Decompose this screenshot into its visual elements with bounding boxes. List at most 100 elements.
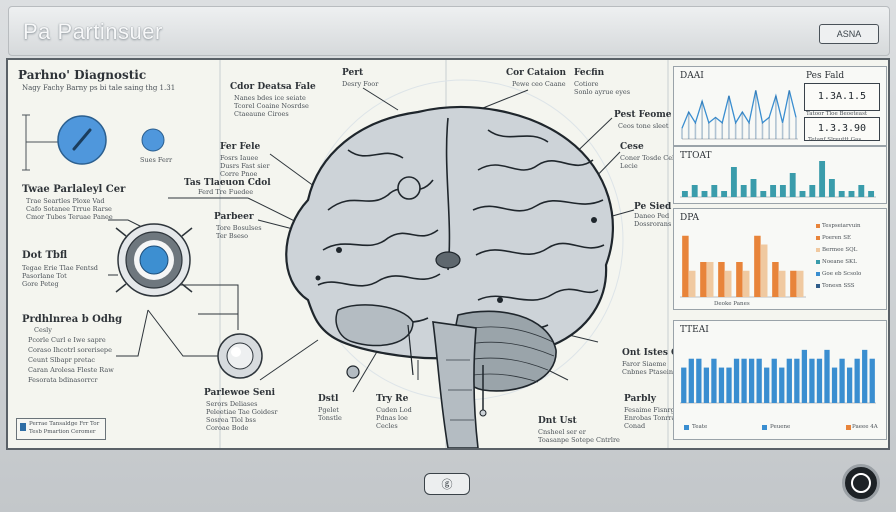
bar — [743, 270, 750, 297]
callout-line: Lecie — [620, 162, 638, 170]
top-right-button[interactable]: ASNA — [819, 24, 879, 44]
panel-extra: Pes Fald — [806, 71, 845, 81]
bar — [711, 185, 718, 197]
bar — [681, 367, 687, 403]
bar — [797, 270, 804, 297]
legend-item: Poeren SE — [822, 235, 852, 241]
data-point — [775, 95, 777, 139]
data-point — [721, 122, 724, 139]
bar — [730, 167, 737, 197]
bar — [725, 270, 732, 297]
bar — [799, 191, 806, 197]
callout-line: Toasanpe Sotepe Cntrlre — [538, 436, 620, 444]
panel-title: DAAI — [680, 71, 704, 81]
callout-line: Ter Bseso — [216, 232, 249, 240]
legend-left: Teate — [692, 424, 708, 430]
callout-line: Conad — [624, 422, 646, 430]
ttoat-bar-chart — [680, 161, 876, 198]
bar — [790, 270, 797, 297]
callout-line: Nanes bdes ice seiate — [234, 94, 306, 102]
callout-line: Ferd Tre Fuedee — [198, 188, 254, 196]
lens-small-icon — [141, 128, 165, 152]
data-point — [728, 95, 730, 139]
data-point — [701, 101, 703, 139]
bar — [862, 349, 868, 403]
data-point — [694, 122, 697, 139]
bar — [681, 191, 688, 197]
metric-2-value: 1.3.3.90 — [804, 117, 880, 141]
title-bar: Pa Partinsuer ASNA — [8, 6, 890, 56]
bar — [846, 367, 853, 403]
callout-title: Try Re — [376, 394, 409, 404]
bar — [764, 367, 770, 403]
callout-line: Cnbnes Ptaseins — [622, 368, 677, 376]
bar — [838, 191, 845, 197]
bar — [756, 358, 762, 403]
section-3-line: Coraso Ihcotrl sorerisepe — [28, 346, 112, 354]
footer-note-line: Tesb Pmartion Ceromer — [29, 429, 96, 435]
lens-caption: Sues Ferr — [140, 156, 173, 164]
legend-swatch — [816, 260, 820, 264]
callout-line: Dossrorans — [634, 220, 672, 228]
callout-title: Parlewoe Seni — [204, 388, 276, 398]
data-point — [754, 90, 757, 139]
bar — [721, 191, 728, 197]
bar — [771, 358, 777, 403]
power-button[interactable] — [842, 464, 880, 502]
bar — [772, 262, 779, 297]
bar — [707, 262, 714, 297]
bar — [779, 185, 786, 197]
bottom-bar: ⓖ — [0, 456, 896, 512]
legend-swatch — [816, 236, 820, 240]
panel-dpa: DPA Deoke Panes Tespseiarvuin Poeren SE … — [673, 208, 887, 310]
bar — [831, 367, 838, 403]
tteai-bar-chart — [680, 349, 876, 404]
legend-swatch — [816, 224, 820, 228]
diagnostic-subtitle: Nagy Fachy Barny ps bi tale saing thg 1.… — [22, 84, 176, 92]
bar — [801, 349, 808, 403]
panel-ttoat: TTOAT — [673, 146, 887, 204]
callout-title: Pe Sied — [634, 202, 672, 212]
callout-line: Pewe ceo Caane — [512, 80, 566, 88]
power-icon — [851, 473, 871, 493]
bar — [701, 191, 708, 197]
callout-line: Fesaime Fisnrg — [624, 406, 675, 414]
footer-note-line: Perrae Tansaldge Frr Tor — [29, 421, 100, 427]
bar — [779, 367, 785, 403]
callout-line: Ctaeaune Ciroes — [234, 110, 289, 118]
scanner-icon — [115, 223, 193, 297]
bar — [848, 191, 855, 197]
bar — [819, 161, 826, 197]
home-button[interactable]: ⓖ — [424, 473, 470, 495]
bar — [816, 358, 823, 403]
callout-line: Peleetiae Tae Goidesr — [206, 408, 278, 416]
brain-illustration — [108, 87, 635, 448]
legend-item: Goe eb Scsolo — [822, 271, 862, 277]
callout-title: Pert — [342, 68, 364, 78]
bar — [760, 191, 767, 197]
legend-item: Tespseiarvuin — [822, 223, 861, 229]
section-3-line: Ceunt Slbapr pretac — [28, 356, 96, 364]
callout-line: Pgelet — [318, 406, 339, 414]
section-3-line: Pcorle Curl e Iwe sapre — [28, 336, 106, 344]
daai-line-chart — [681, 90, 798, 140]
data-point — [748, 122, 750, 139]
panel-title: TTOAT — [680, 151, 712, 161]
callout-line: Sonlo ayrue eyes — [574, 88, 631, 96]
diagnostic-title: Parhno' Diagnostic — [18, 68, 147, 82]
bar — [741, 358, 747, 403]
metric-1-caption: Tatoor Tloe Beoeteast — [806, 111, 868, 117]
data-point — [795, 117, 797, 139]
section-1-line: Trae Seartles Ploxe Vad — [26, 197, 105, 205]
bar — [828, 179, 835, 197]
callout-line: Desry Foor — [342, 80, 379, 88]
bar — [696, 358, 702, 403]
document-icon — [20, 423, 26, 431]
callout-line: Cnsheel ser er — [538, 428, 586, 436]
callout-title: Cese — [620, 142, 644, 152]
data-point — [681, 128, 683, 139]
section-2-line: Gore Peteg — [22, 280, 59, 288]
callout-line: Sosrea Tlol bss — [206, 416, 256, 424]
legend-swatch — [816, 272, 820, 276]
